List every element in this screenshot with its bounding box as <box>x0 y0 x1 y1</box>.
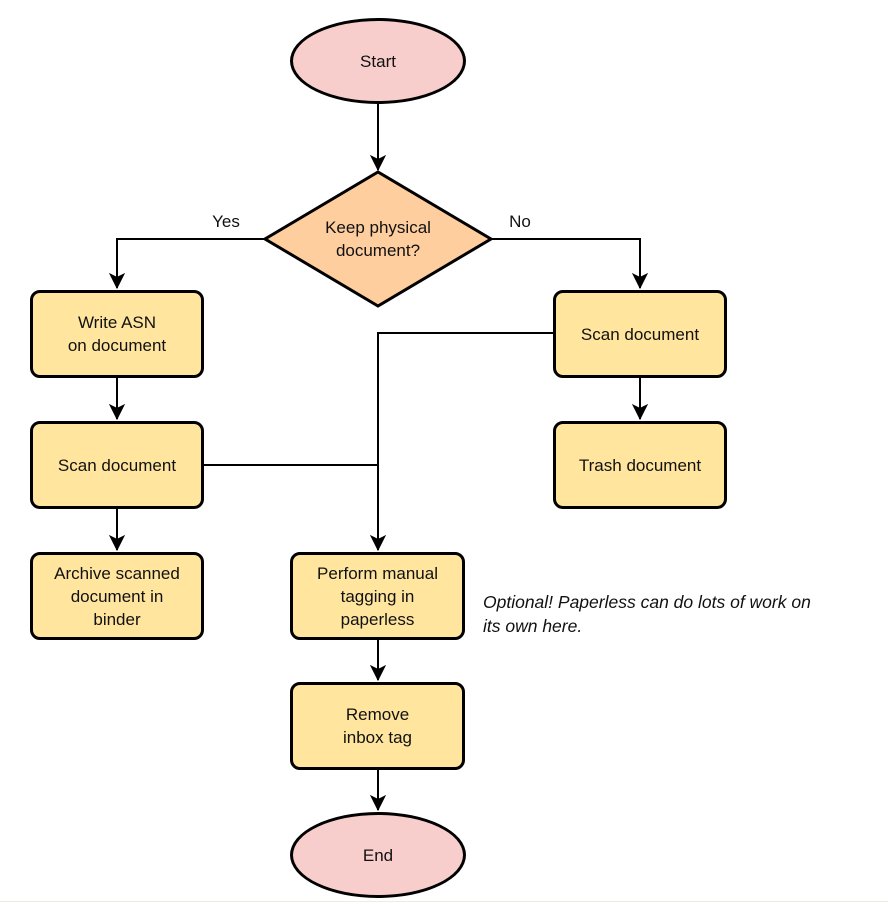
edge-label-no: No <box>509 212 531 231</box>
node-decision-label-wrap: Keep physical document? <box>278 196 478 282</box>
node-start: Start <box>290 18 466 104</box>
node-scan-document-left: Scan document <box>30 421 204 509</box>
node-write-asn-on-document: Write ASN on document <box>30 290 204 378</box>
edge-decision-yes <box>117 238 266 288</box>
node-label: Trash document <box>578 455 702 475</box>
node-label: End <box>362 845 394 865</box>
node-trash-document: Trash document <box>553 421 727 509</box>
node-scan-document-right: Scan document <box>553 290 727 378</box>
node-archive-scanned-document: Archive scanned document in binder <box>30 552 204 640</box>
node-label: Start <box>360 51 396 71</box>
node-label: Scan document <box>580 324 700 344</box>
edge-decision-no <box>489 238 640 288</box>
node-perform-manual-tagging: Perform manual tagging in paperless <box>290 552 465 640</box>
node-label: Perform manual tagging in paperless <box>317 563 438 629</box>
edge-scanright-to-tagging <box>378 332 553 550</box>
node-label: Write ASN on document <box>67 313 167 355</box>
node-decision-diamond <box>262 170 494 308</box>
node-end: End <box>290 812 466 898</box>
node-remove-inbox-tag: Remove inbox tag <box>290 682 465 770</box>
node-label: Keep physical document? <box>325 218 431 260</box>
edge-label-yes: Yes <box>212 212 240 231</box>
node-label: Scan document <box>57 455 177 475</box>
annotation-note: Optional! Paperless can do lots of work … <box>483 592 811 636</box>
canvas-bottom-edge <box>0 901 888 902</box>
node-label: Archive scanned document in binder <box>54 563 180 629</box>
node-label: Remove inbox tag <box>343 705 412 747</box>
